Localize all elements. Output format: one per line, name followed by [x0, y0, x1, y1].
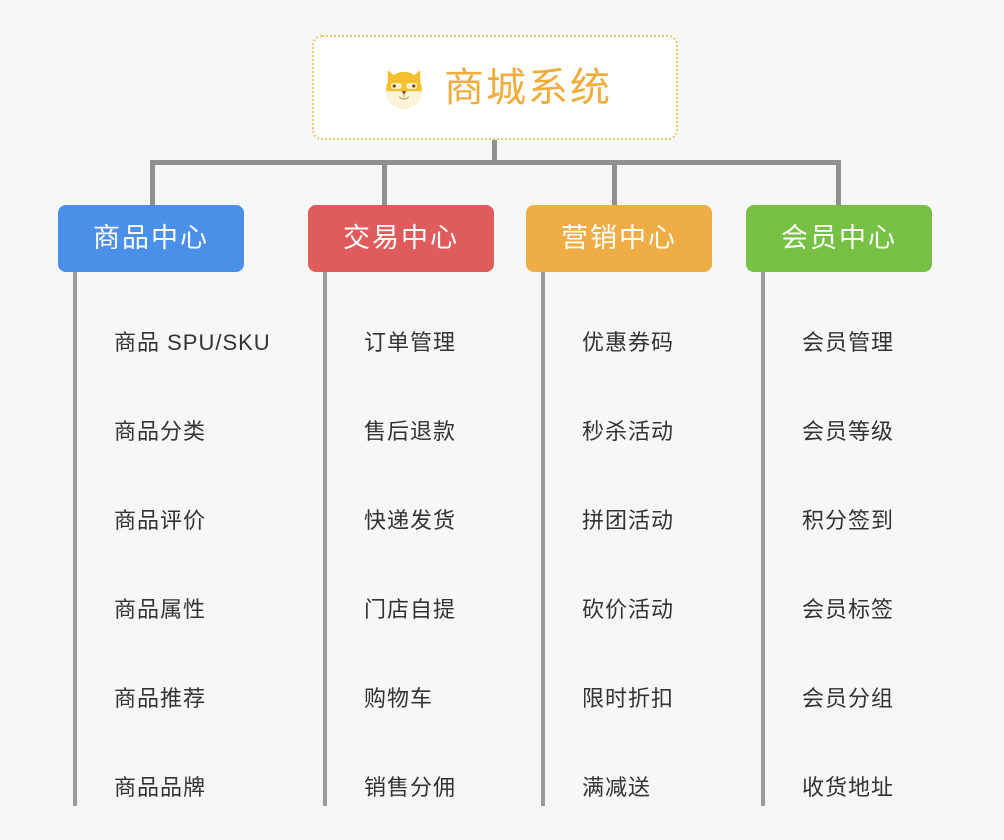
category-box-member-center[interactable]: 会员中心: [746, 205, 932, 272]
list-item[interactable]: 满减送: [560, 717, 712, 806]
list-item-label: 收货地址: [802, 774, 895, 800]
connector-root-stem: [492, 140, 497, 162]
list-item[interactable]: 门店自提: [342, 539, 494, 628]
list-item[interactable]: 会员分组: [780, 628, 932, 717]
category-box-trade-center[interactable]: 交易中心: [308, 205, 494, 272]
list-item-label: 商品 SPU/SKU: [114, 329, 271, 355]
list-item[interactable]: 商品 SPU/SKU: [92, 272, 270, 361]
list-item-label: 商品推荐: [114, 685, 207, 711]
list-item[interactable]: 销售分佣: [342, 717, 494, 806]
shiba-dog-face-icon: [386, 69, 422, 109]
list-item[interactable]: 会员管理: [780, 272, 932, 361]
category-box-marketing-center[interactable]: 营销中心: [526, 205, 712, 272]
list-item-label: 订单管理: [364, 329, 457, 355]
list-item[interactable]: 优惠券码: [560, 272, 712, 361]
list-item-label: 购物车: [364, 685, 434, 711]
list-item-label: 秒杀活动: [582, 418, 675, 444]
list-item[interactable]: 限时折扣: [560, 628, 712, 717]
branch-marketing-center: 营销中心 优惠券码 秒杀活动 拼团活动 砍价活动 限时折扣 满减送: [526, 205, 712, 806]
list-item[interactable]: 会员等级: [780, 361, 932, 450]
list-item-label: 会员标签: [802, 596, 895, 622]
list-item-label: 拼团活动: [582, 507, 675, 533]
list-item[interactable]: 积分签到: [780, 450, 932, 539]
branch-product-center: 商品中心 商品 SPU/SKU 商品分类 商品评价 商品属性 商品推荐 商品品牌: [58, 205, 270, 806]
list-item[interactable]: 商品分类: [92, 361, 244, 450]
category-label: 会员中心: [781, 223, 897, 253]
list-item-label: 快递发货: [364, 507, 457, 533]
root-node-shopping-system[interactable]: 商城系统: [312, 35, 678, 140]
connector-horizontal-bar: [150, 160, 841, 165]
category-label: 商品中心: [93, 223, 209, 253]
list-item-label: 会员分组: [802, 685, 895, 711]
category-label: 交易中心: [343, 223, 459, 253]
list-item[interactable]: 收货地址: [780, 717, 932, 806]
connector-drop-trade-center: [382, 160, 387, 207]
list-item-label: 满减送: [582, 774, 652, 800]
list-item-label: 限时折扣: [582, 685, 675, 711]
list-item-label: 优惠券码: [582, 329, 675, 355]
list-item-label: 会员等级: [802, 418, 895, 444]
list-item[interactable]: 会员标签: [780, 539, 932, 628]
list-item[interactable]: 快递发货: [342, 450, 494, 539]
list-item[interactable]: 商品推荐: [92, 628, 244, 717]
list-item[interactable]: 砍价活动: [560, 539, 712, 628]
list-item[interactable]: 商品品牌: [92, 717, 244, 806]
list-item[interactable]: 订单管理: [342, 272, 494, 361]
list-item-label: 商品分类: [114, 418, 207, 444]
sub-item-list-marketing-center: 优惠券码 秒杀活动 拼团活动 砍价活动 限时折扣 满减送: [541, 272, 712, 806]
category-box-product-center[interactable]: 商品中心: [58, 205, 244, 272]
root-title: 商城系统: [444, 65, 612, 110]
list-item-label: 商品评价: [114, 507, 207, 533]
list-item[interactable]: 售后退款: [342, 361, 494, 450]
branch-member-center: 会员中心 会员管理 会员等级 积分签到 会员标签 会员分组 收货地址: [746, 205, 932, 806]
sub-item-list-product-center: 商品 SPU/SKU 商品分类 商品评价 商品属性 商品推荐 商品品牌: [73, 272, 270, 806]
list-item-label: 砍价活动: [582, 596, 675, 622]
list-item-label: 售后退款: [364, 418, 457, 444]
list-item-label: 商品品牌: [114, 774, 207, 800]
list-item-label: 会员管理: [802, 329, 895, 355]
list-item-label: 积分签到: [802, 507, 895, 533]
list-item-label: 门店自提: [364, 596, 457, 622]
list-item-label: 销售分佣: [364, 774, 457, 800]
list-item[interactable]: 商品属性: [92, 539, 244, 628]
sub-item-list-member-center: 会员管理 会员等级 积分签到 会员标签 会员分组 收货地址: [761, 272, 932, 806]
category-label: 营销中心: [561, 223, 677, 253]
list-item[interactable]: 购物车: [342, 628, 494, 717]
connector-drop-product-center: [150, 160, 155, 207]
list-item[interactable]: 拼团活动: [560, 450, 712, 539]
list-item[interactable]: 商品评价: [92, 450, 244, 539]
connector-drop-member-center: [836, 160, 841, 207]
branch-trade-center: 交易中心 订单管理 售后退款 快递发货 门店自提 购物车 销售分佣: [308, 205, 494, 806]
connector-drop-marketing-center: [612, 160, 617, 207]
list-item-label: 商品属性: [114, 596, 207, 622]
sub-item-list-trade-center: 订单管理 售后退款 快递发货 门店自提 购物车 销售分佣: [323, 272, 494, 806]
list-item[interactable]: 秒杀活动: [560, 361, 712, 450]
